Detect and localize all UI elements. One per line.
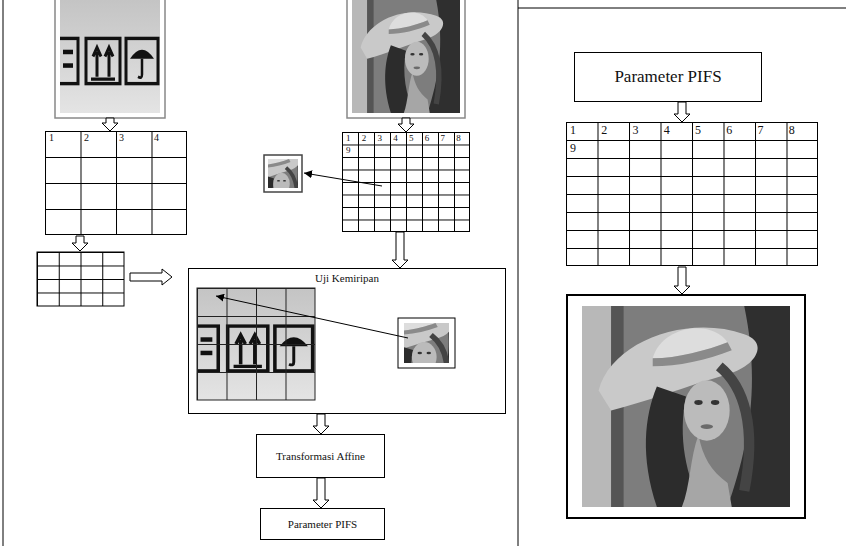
block-arrow xyxy=(130,269,172,285)
block-arrow xyxy=(72,236,88,251)
box-label: Parameter PIFS xyxy=(288,518,357,530)
cell-number: 6 xyxy=(422,133,438,143)
domain-grid-box: 1234 xyxy=(45,131,187,235)
range-block-image xyxy=(357,305,470,405)
input-box: Parameter PIFS xyxy=(574,52,762,102)
cell-number: 2 xyxy=(81,132,116,143)
cell-number: 8 xyxy=(786,123,817,136)
panel-border xyxy=(518,0,519,546)
box-label: Parameter PIFS xyxy=(614,68,721,87)
block-arrow xyxy=(398,118,414,132)
output-box: Parameter PIFS xyxy=(260,508,385,540)
pifs-grid-box: 12345678 9 xyxy=(566,122,818,266)
panel-border xyxy=(518,8,846,9)
range-block xyxy=(357,305,470,405)
cell-number: 4 xyxy=(390,133,406,143)
cell-number: 4 xyxy=(151,132,186,143)
reduced-grid xyxy=(37,252,124,306)
cell-number: 7 xyxy=(438,133,454,143)
cell-number: 7 xyxy=(755,123,786,136)
range-block-image xyxy=(237,146,312,219)
cell-number: 1 xyxy=(46,132,81,143)
cell-number: 2 xyxy=(598,123,629,136)
cell-number: 2 xyxy=(359,133,375,143)
range-grid xyxy=(342,132,470,232)
block-arrow xyxy=(392,232,408,268)
cell-number: 8 xyxy=(453,133,469,143)
block-arrow xyxy=(674,102,690,122)
domain-image xyxy=(192,288,315,400)
pointer-line xyxy=(304,173,382,186)
cell-number: 3 xyxy=(375,133,391,143)
block-arrow xyxy=(102,118,118,131)
range-grid-box: 12345678 9 xyxy=(342,132,470,232)
block-arrow xyxy=(313,414,329,434)
cell-number: 6 xyxy=(723,123,754,136)
domain-grid xyxy=(45,131,187,235)
cell-number: 3 xyxy=(116,132,151,143)
pifs-grid xyxy=(566,122,818,266)
cell-number: 1 xyxy=(567,123,598,136)
cell-number: 4 xyxy=(661,123,692,136)
cell-number: 1 xyxy=(343,133,359,143)
image-frame xyxy=(347,0,465,118)
domain-image xyxy=(56,0,160,113)
cell-number: 9 xyxy=(343,145,359,155)
pointer-line xyxy=(216,296,408,338)
range-block xyxy=(237,146,312,219)
box-label: Transformasi Affine xyxy=(276,450,365,462)
cell-number: 5 xyxy=(692,123,723,136)
cell-number: 9 xyxy=(567,141,598,154)
process-box: Transformasi Affine xyxy=(256,434,385,478)
block-arrow xyxy=(674,267,690,294)
image-frame xyxy=(567,295,805,518)
image-frame xyxy=(55,0,165,118)
cell-number: 3 xyxy=(630,123,661,136)
cell-number: 5 xyxy=(406,133,422,143)
range-image xyxy=(352,0,460,113)
block-arrow xyxy=(313,478,329,508)
panel-border xyxy=(3,0,4,546)
decoded-image xyxy=(582,306,790,507)
process-box: Uji Kemiripan xyxy=(188,268,506,414)
box-label: Uji Kemiripan xyxy=(315,272,379,284)
